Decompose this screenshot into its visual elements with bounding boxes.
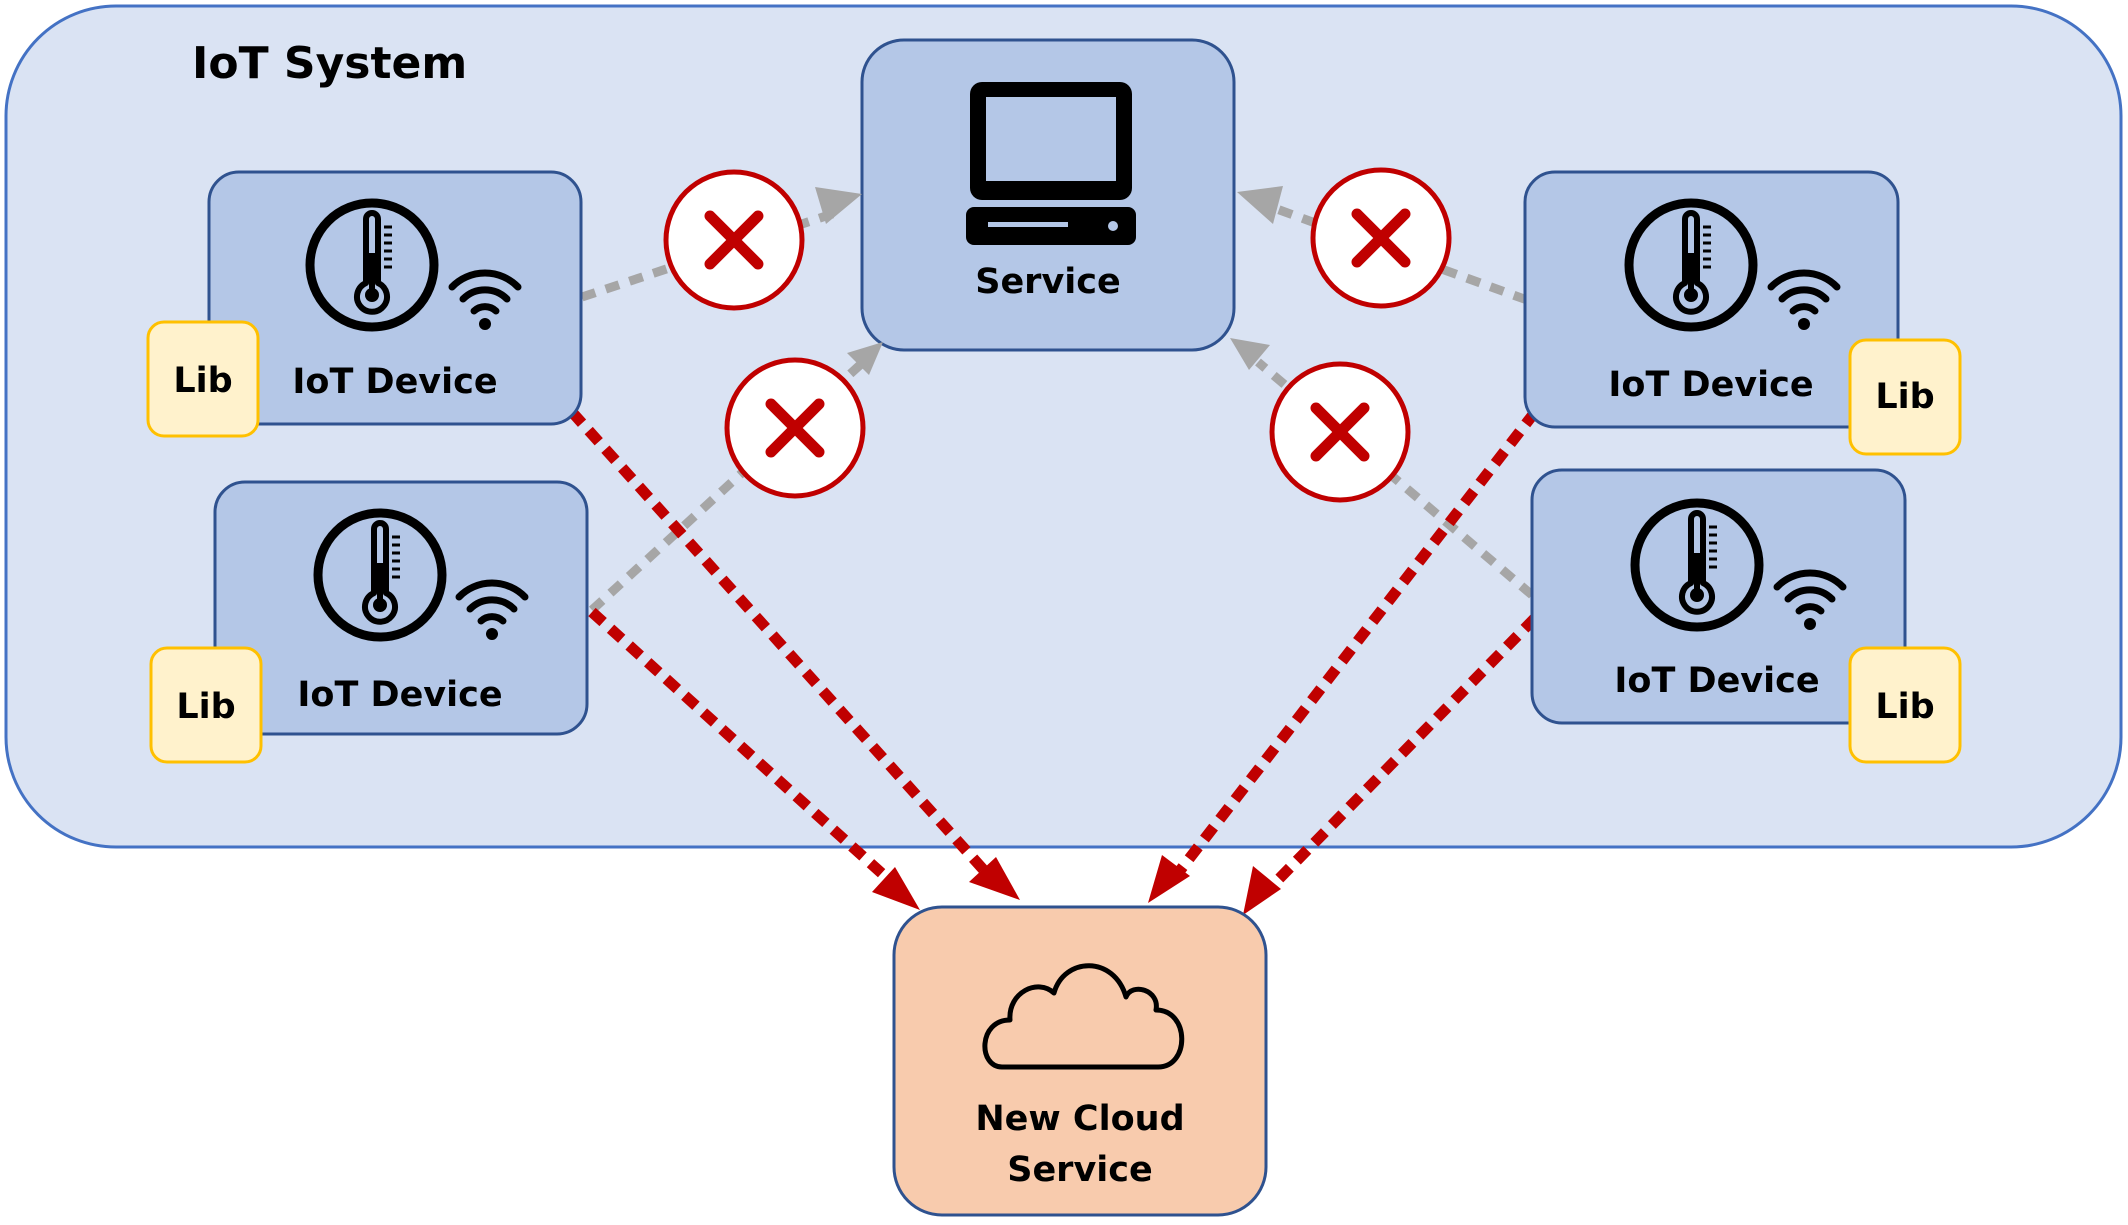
service-label: Service <box>975 262 1121 302</box>
lib-label: Lib <box>173 361 232 401</box>
arrowhead-tr <box>1237 186 1283 224</box>
x-icon <box>727 360 863 496</box>
arrowhead-br <box>1230 338 1270 370</box>
iot-device-bottom-left: IoT Device <box>213 480 589 736</box>
cloud-icon <box>982 963 1185 1070</box>
x-icon <box>1272 364 1408 500</box>
arrowhead-cloud-tl <box>969 857 1020 900</box>
cloud-arrow-br <box>1266 614 1539 892</box>
cloud-connections <box>567 408 1540 893</box>
arrowhead-bl <box>847 342 883 375</box>
lib-label: Lib <box>176 687 235 727</box>
lib-label: Lib <box>1875 377 1934 417</box>
service-node: Service <box>860 38 1236 352</box>
iot-device-top-right: IoT Device <box>1523 170 1900 429</box>
lib-label: Lib <box>1875 687 1934 727</box>
x-icon <box>1313 170 1449 306</box>
device-label: IoT Device <box>297 675 502 715</box>
lib-badge-bottom-left: Lib <box>149 646 263 764</box>
computer-icon <box>966 82 1136 245</box>
lib-badge-bottom-right: Lib <box>1848 646 1962 764</box>
arrowhead-cloud-tr <box>1148 855 1190 903</box>
cloud-label-line2: Service <box>1007 1150 1153 1190</box>
cloud-label-line1: New Cloud <box>975 1099 1184 1139</box>
cloud-arrowheads <box>872 855 1281 915</box>
device-label: IoT Device <box>292 362 497 402</box>
arrowhead-cloud-br <box>1243 866 1281 915</box>
device-label: IoT Device <box>1608 365 1813 405</box>
x-icon <box>666 172 802 308</box>
cloud-arrow-bl <box>588 607 902 893</box>
blocked-arrow-br <box>1255 358 1535 599</box>
arrowhead-cloud-bl <box>872 867 920 910</box>
lib-badge-top-right: Lib <box>1848 338 1962 456</box>
system-title: IoT System <box>192 38 467 89</box>
iot-device-top-left: IoT Device <box>207 170 583 426</box>
iot-device-bottom-right: IoT Device <box>1530 468 1907 725</box>
lib-badge-top-left: Lib <box>146 320 260 438</box>
device-label: IoT Device <box>1614 661 1819 701</box>
arrowhead-tl <box>815 187 862 224</box>
cloud-arrow-tl <box>567 408 995 881</box>
blocked-arrowheads <box>815 186 1283 375</box>
cloud-service-node: New Cloud Service <box>892 905 1268 1217</box>
